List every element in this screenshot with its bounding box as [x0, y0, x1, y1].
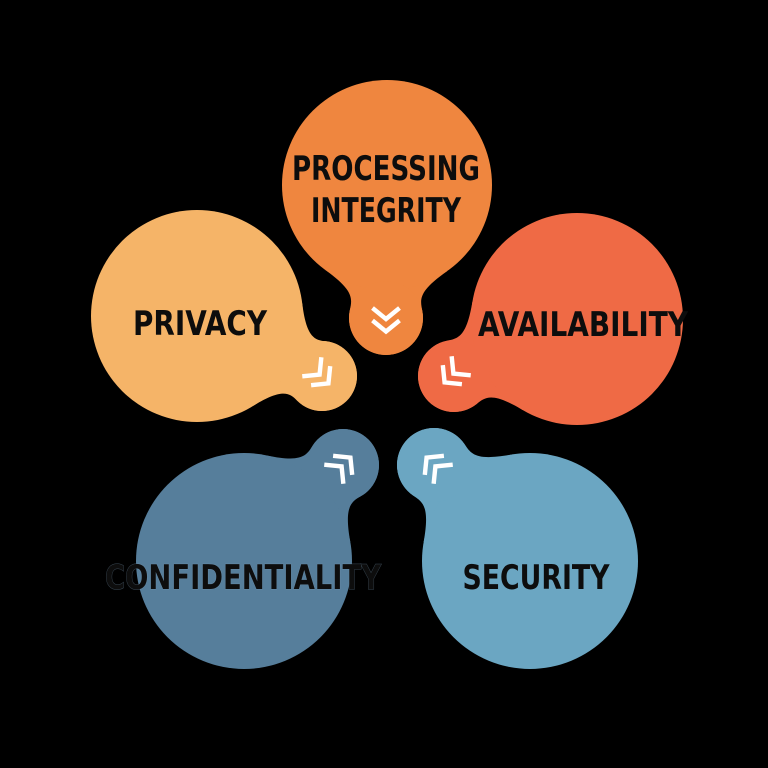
bubble-label: CONFIDENTIALITY [105, 558, 381, 598]
bubble-label-line2: INTEGRITY [311, 191, 461, 231]
bubble-processing-integrity: PROCESSING INTEGRITY [282, 80, 492, 356]
bubble-main-circle [136, 453, 352, 669]
bubble-main-circle [422, 453, 638, 669]
bubble-label: AVAILABILITY [478, 305, 688, 345]
chevron-down-icon [371, 306, 401, 335]
bubble-confidentiality: CONFIDENTIALITY [105, 428, 382, 669]
bubble-main-circle [91, 210, 303, 422]
bubble-label-line1: PROCESSING [292, 149, 480, 189]
bubble-main-circle [471, 213, 683, 425]
bubble-satellite-circle [418, 340, 490, 412]
bubble-main-circle [282, 80, 492, 290]
bubble-label: SECURITY [463, 558, 610, 598]
bubble-security: SECURITY [396, 427, 638, 669]
bubble-privacy: PRIVACY [91, 210, 357, 422]
chevron-up-right-icon [324, 453, 355, 484]
chevron-up-left-icon [422, 453, 453, 484]
bubble-satellite-circle [287, 341, 357, 411]
bubble-availability: AVAILABILITY [418, 213, 688, 425]
chevron-down-left-icon [440, 356, 471, 387]
chevron-down-right-icon [302, 357, 333, 388]
bubble-label: PRIVACY [133, 304, 267, 344]
